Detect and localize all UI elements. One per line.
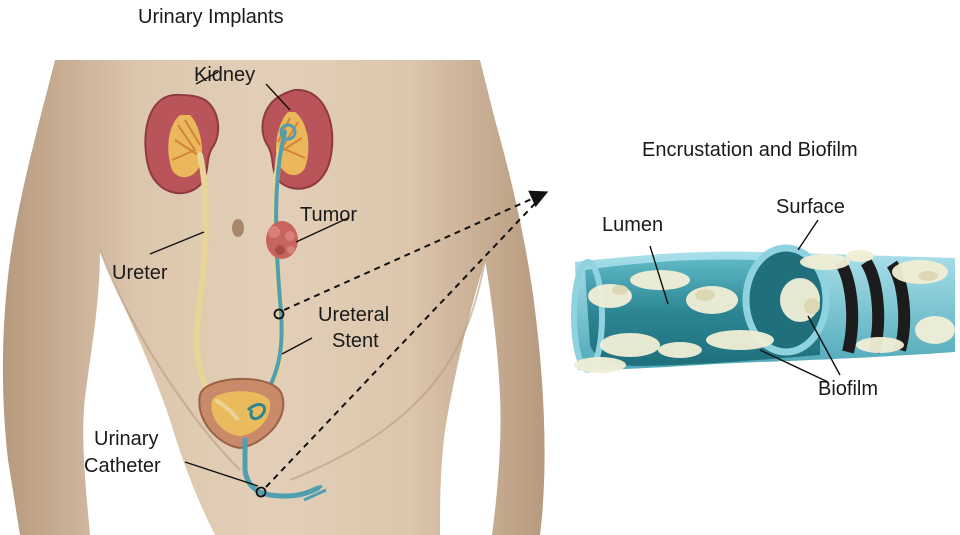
surface-label: Surface [776,196,845,218]
tumor-mass [266,221,298,259]
ureter-left-tube [194,152,213,398]
ureter-leader [149,231,205,255]
urinary-catheter-label-line1: Urinary [94,428,159,450]
tube-cross-section [571,244,955,373]
navel [232,219,244,237]
ureteral-stent-label-line1: Ureteral [318,304,390,326]
ureteral-stent-tube [260,130,287,402]
biofilm-label: Biofilm [818,378,879,400]
stent-leader [281,337,313,355]
lumen-leader [649,245,669,305]
urinary-implants-title: Urinary Implants [138,6,284,28]
callout-arrow-lower [265,192,546,488]
ureteral-stent-label-line2: Stent [332,330,379,352]
left-leader-lines [149,71,349,487]
tumor-leader [295,217,349,243]
kidney-leader-left [195,71,219,85]
biofilm-leader-2 [759,349,829,383]
urinary-catheter-label-line2: Catheter [84,455,161,477]
stent-zoom-circle [273,308,285,320]
catheter-zoom-circle [255,486,267,498]
bladder [198,377,285,450]
surface-leader [797,219,819,251]
tumor-label: Tumor [300,204,358,226]
kidney-leader-right [265,83,291,111]
callout-arrow-upper [283,190,549,311]
ureter-label: Ureter [112,262,168,284]
kidney-label: Kidney [194,64,256,86]
biofilm-leader-1 [807,315,841,376]
catheter-end [299,484,327,502]
right-leader-lines [649,219,841,383]
tube-band-1 [834,258,859,354]
encrustation-biofilm-title: Encrustation and Biofilm [642,139,858,161]
stent-curl-top [279,123,297,141]
lumen-label: Lumen [602,214,664,236]
body-torso [2,60,545,535]
catheter-leader [184,461,259,487]
